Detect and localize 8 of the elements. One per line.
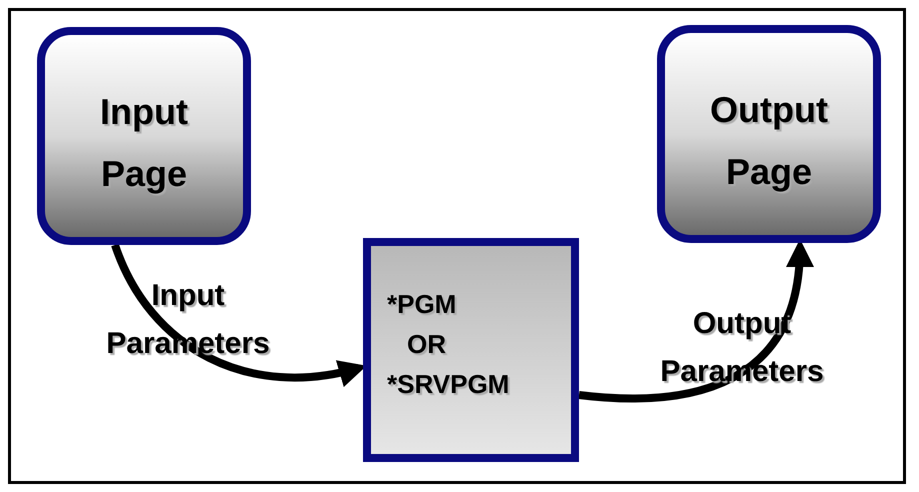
node-label: *SRVPGM bbox=[387, 368, 510, 401]
page-box bbox=[37, 27, 251, 245]
node-label: OR bbox=[407, 328, 446, 361]
page-box bbox=[657, 25, 881, 243]
node-label: Output Page bbox=[709, 88, 829, 194]
node-label: Input Page bbox=[99, 90, 189, 196]
node-label: *PGM bbox=[387, 288, 456, 321]
program-box bbox=[363, 238, 579, 462]
